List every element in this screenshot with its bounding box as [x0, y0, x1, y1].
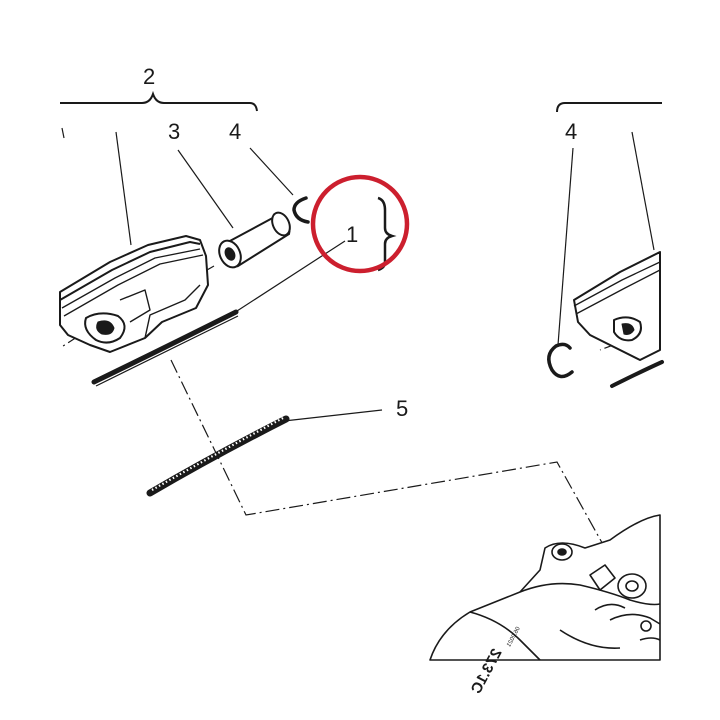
- piston-ring-upper: [91, 309, 239, 387]
- piston-right: [573, 251, 661, 361]
- callout-2: 2: [143, 64, 155, 89]
- leader-lines: [61, 127, 655, 422]
- piston-pin: [218, 211, 291, 269]
- circlip-right: [547, 342, 574, 379]
- connecting-rod: [429, 514, 661, 661]
- piston-left: [59, 235, 209, 353]
- callout-4-left: 4: [229, 119, 241, 144]
- oil-scraper-ring: [146, 415, 290, 497]
- highlight-circle: [310, 174, 410, 274]
- group-2-brace: [60, 90, 258, 112]
- right-group-brace: [556, 102, 662, 113]
- callout-3: 3: [168, 119, 180, 144]
- circlip-left: [292, 196, 310, 224]
- piston-ring-right: [610, 360, 664, 388]
- callout-4-right: 4: [565, 119, 577, 144]
- callout-5: 5: [396, 396, 408, 421]
- callout-1: 1: [346, 222, 358, 247]
